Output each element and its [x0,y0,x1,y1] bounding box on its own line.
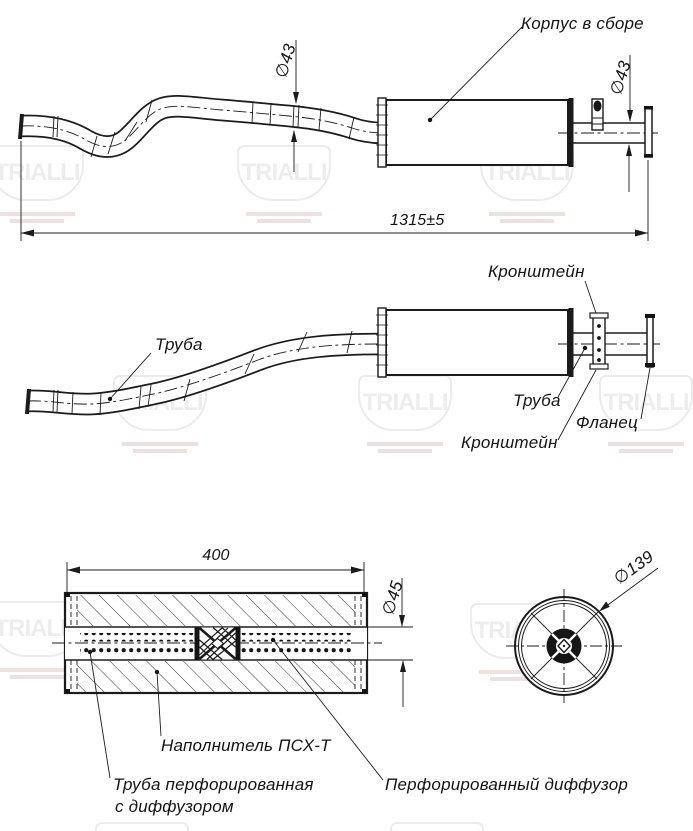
label-perforated-pipe-line2: с диффузором [115,797,234,816]
pipe-centerline [27,343,384,405]
label-pipe-right: Труба [513,391,561,410]
pipe-centerline [20,105,384,147]
trialli-logo: TRIALLI [390,822,484,831]
trialli-watermark: TRIALLI [390,822,484,831]
insulation-hatching [77,661,355,692]
flange [644,106,653,158]
dimension-1315 [20,141,649,241]
label-perforated-diffuser: Перфорированный диффузор [385,775,629,794]
trialli-watermark: TRIALLI [599,375,693,453]
outlet-pipe [558,122,658,144]
hanger-bracket [589,312,609,370]
trialli-logo: TRIALLI [237,145,331,201]
inner-pipe-hub [546,628,582,664]
insulation-hatching [77,595,355,626]
trialli-logo: TRIALLI [95,822,189,831]
label-pipe-left: Труба [155,335,203,354]
dimension-dia43-right [626,55,633,192]
pipe-outline [18,95,384,158]
top-view-drawing [18,26,658,241]
leader-lines [87,637,384,781]
label-bracket-top: Кронштейн [488,262,585,281]
middle-view-drawing [25,280,660,441]
pipe-outline [25,330,384,416]
dimension-dia139 [599,567,659,612]
label-bracket-bottom: Кронштейн [461,433,558,452]
dimension-dia43-left [291,40,299,172]
dimension-400 [66,562,365,593]
trialli-logo: TRIALLI [599,375,693,431]
leader-lines [107,280,651,441]
trialli-watermark: TRIALLI [95,822,189,831]
trialli-logo: TRIALLI [358,375,452,431]
trialli-logo: TRIALLI [0,145,84,201]
label-body-assembly: Корпус в сборе [521,14,644,33]
label-dimension-1315: 1315±5 [390,212,445,229]
outlet-pipe [558,332,660,356]
section-view-drawing [52,562,413,781]
label-dimension-400: 400 [202,547,230,564]
muffler-body [376,97,574,168]
label-perforated-pipe-line1: Труба перфорированная [113,775,314,794]
diffuser [194,626,241,661]
muffler-body [376,307,574,378]
flange [645,314,655,368]
label-flange: Фланец [576,413,638,432]
dimension-dia45 [368,578,413,707]
trialli-watermark: TRIALLI [237,145,331,223]
pipe-weld-seams [52,330,353,416]
hanger-bracket [591,98,604,131]
leader-body-assembly [427,26,523,123]
label-filler: Наполнитель ПСХ-Т [161,736,331,755]
trialli-watermark: TRIALLI [358,375,452,453]
trialli-watermark: TRIALLI [0,145,84,223]
end-view-drawing [506,567,659,703]
